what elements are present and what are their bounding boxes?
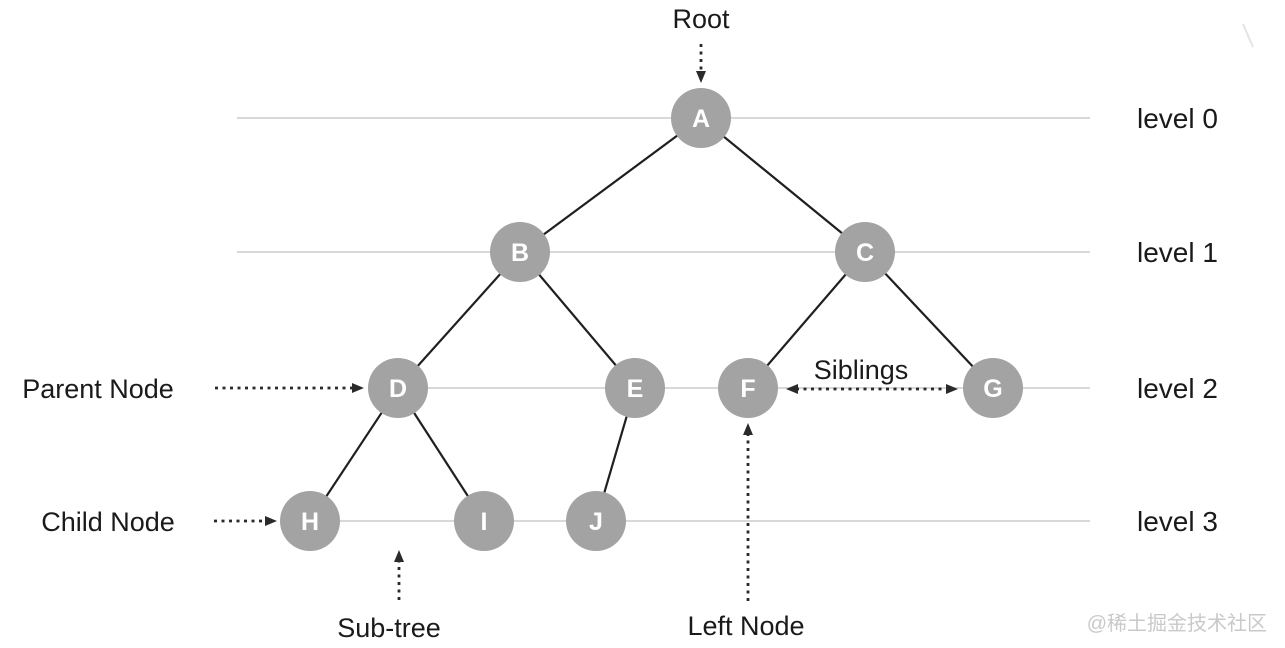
tree-node-F: [718, 358, 778, 418]
watermark: @稀土掘金技术社区: [1087, 612, 1267, 635]
tree-node-label-B: B: [511, 239, 529, 267]
siblings-arrow-start-head: [786, 384, 798, 394]
tree-node-J: [566, 491, 626, 551]
parent-node-label: Parent Node: [22, 374, 174, 404]
tree-node-label-E: E: [627, 375, 644, 403]
edge-A-B: [519, 117, 702, 253]
level-label-0: level 0: [1137, 103, 1218, 134]
root-label: Root: [672, 4, 730, 34]
tree-node-I: [454, 491, 514, 551]
siblings-arrow-end-head: [946, 384, 958, 394]
tree-node-label-H: H: [301, 508, 319, 536]
tree-node-G: [963, 358, 1023, 418]
edge-A-C: [700, 117, 866, 253]
sub-tree-arrow-end-head: [394, 550, 404, 562]
tree-node-H: [280, 491, 340, 551]
tree-node-A: [671, 88, 731, 148]
tree-node-label-I: I: [481, 508, 488, 536]
parent-node-arrow-end-head: [352, 383, 364, 393]
tree-node-label-J: J: [589, 508, 603, 536]
child-node-label: Child Node: [41, 507, 175, 537]
tree-node-C: [835, 222, 895, 282]
level-label-2: level 2: [1137, 373, 1218, 404]
tree-node-B: [490, 222, 550, 282]
tree-node-label-D: D: [389, 375, 407, 403]
siblings-label: Siblings: [814, 355, 909, 385]
tree-node-E: [605, 358, 665, 418]
tree-node-D: [368, 358, 428, 418]
edge-C-G: [864, 251, 994, 389]
child-node-arrow-end-head: [265, 516, 277, 526]
tree-node-label-C: C: [856, 239, 874, 267]
corner-mark: [1242, 23, 1254, 48]
left-node-arrow-end-head: [743, 423, 753, 435]
sub-tree-label: Sub-tree: [337, 613, 441, 643]
tree-node-label-A: A: [692, 105, 710, 133]
edge-B-D: [397, 251, 521, 389]
level-label-1: level 1: [1137, 237, 1218, 268]
tree-node-label-G: G: [983, 375, 1002, 403]
root-arrow-end-head: [696, 71, 706, 83]
tree-node-label-F: F: [740, 375, 755, 403]
left-node-label: Left Node: [687, 611, 804, 641]
level-label-3: level 3: [1137, 506, 1218, 537]
